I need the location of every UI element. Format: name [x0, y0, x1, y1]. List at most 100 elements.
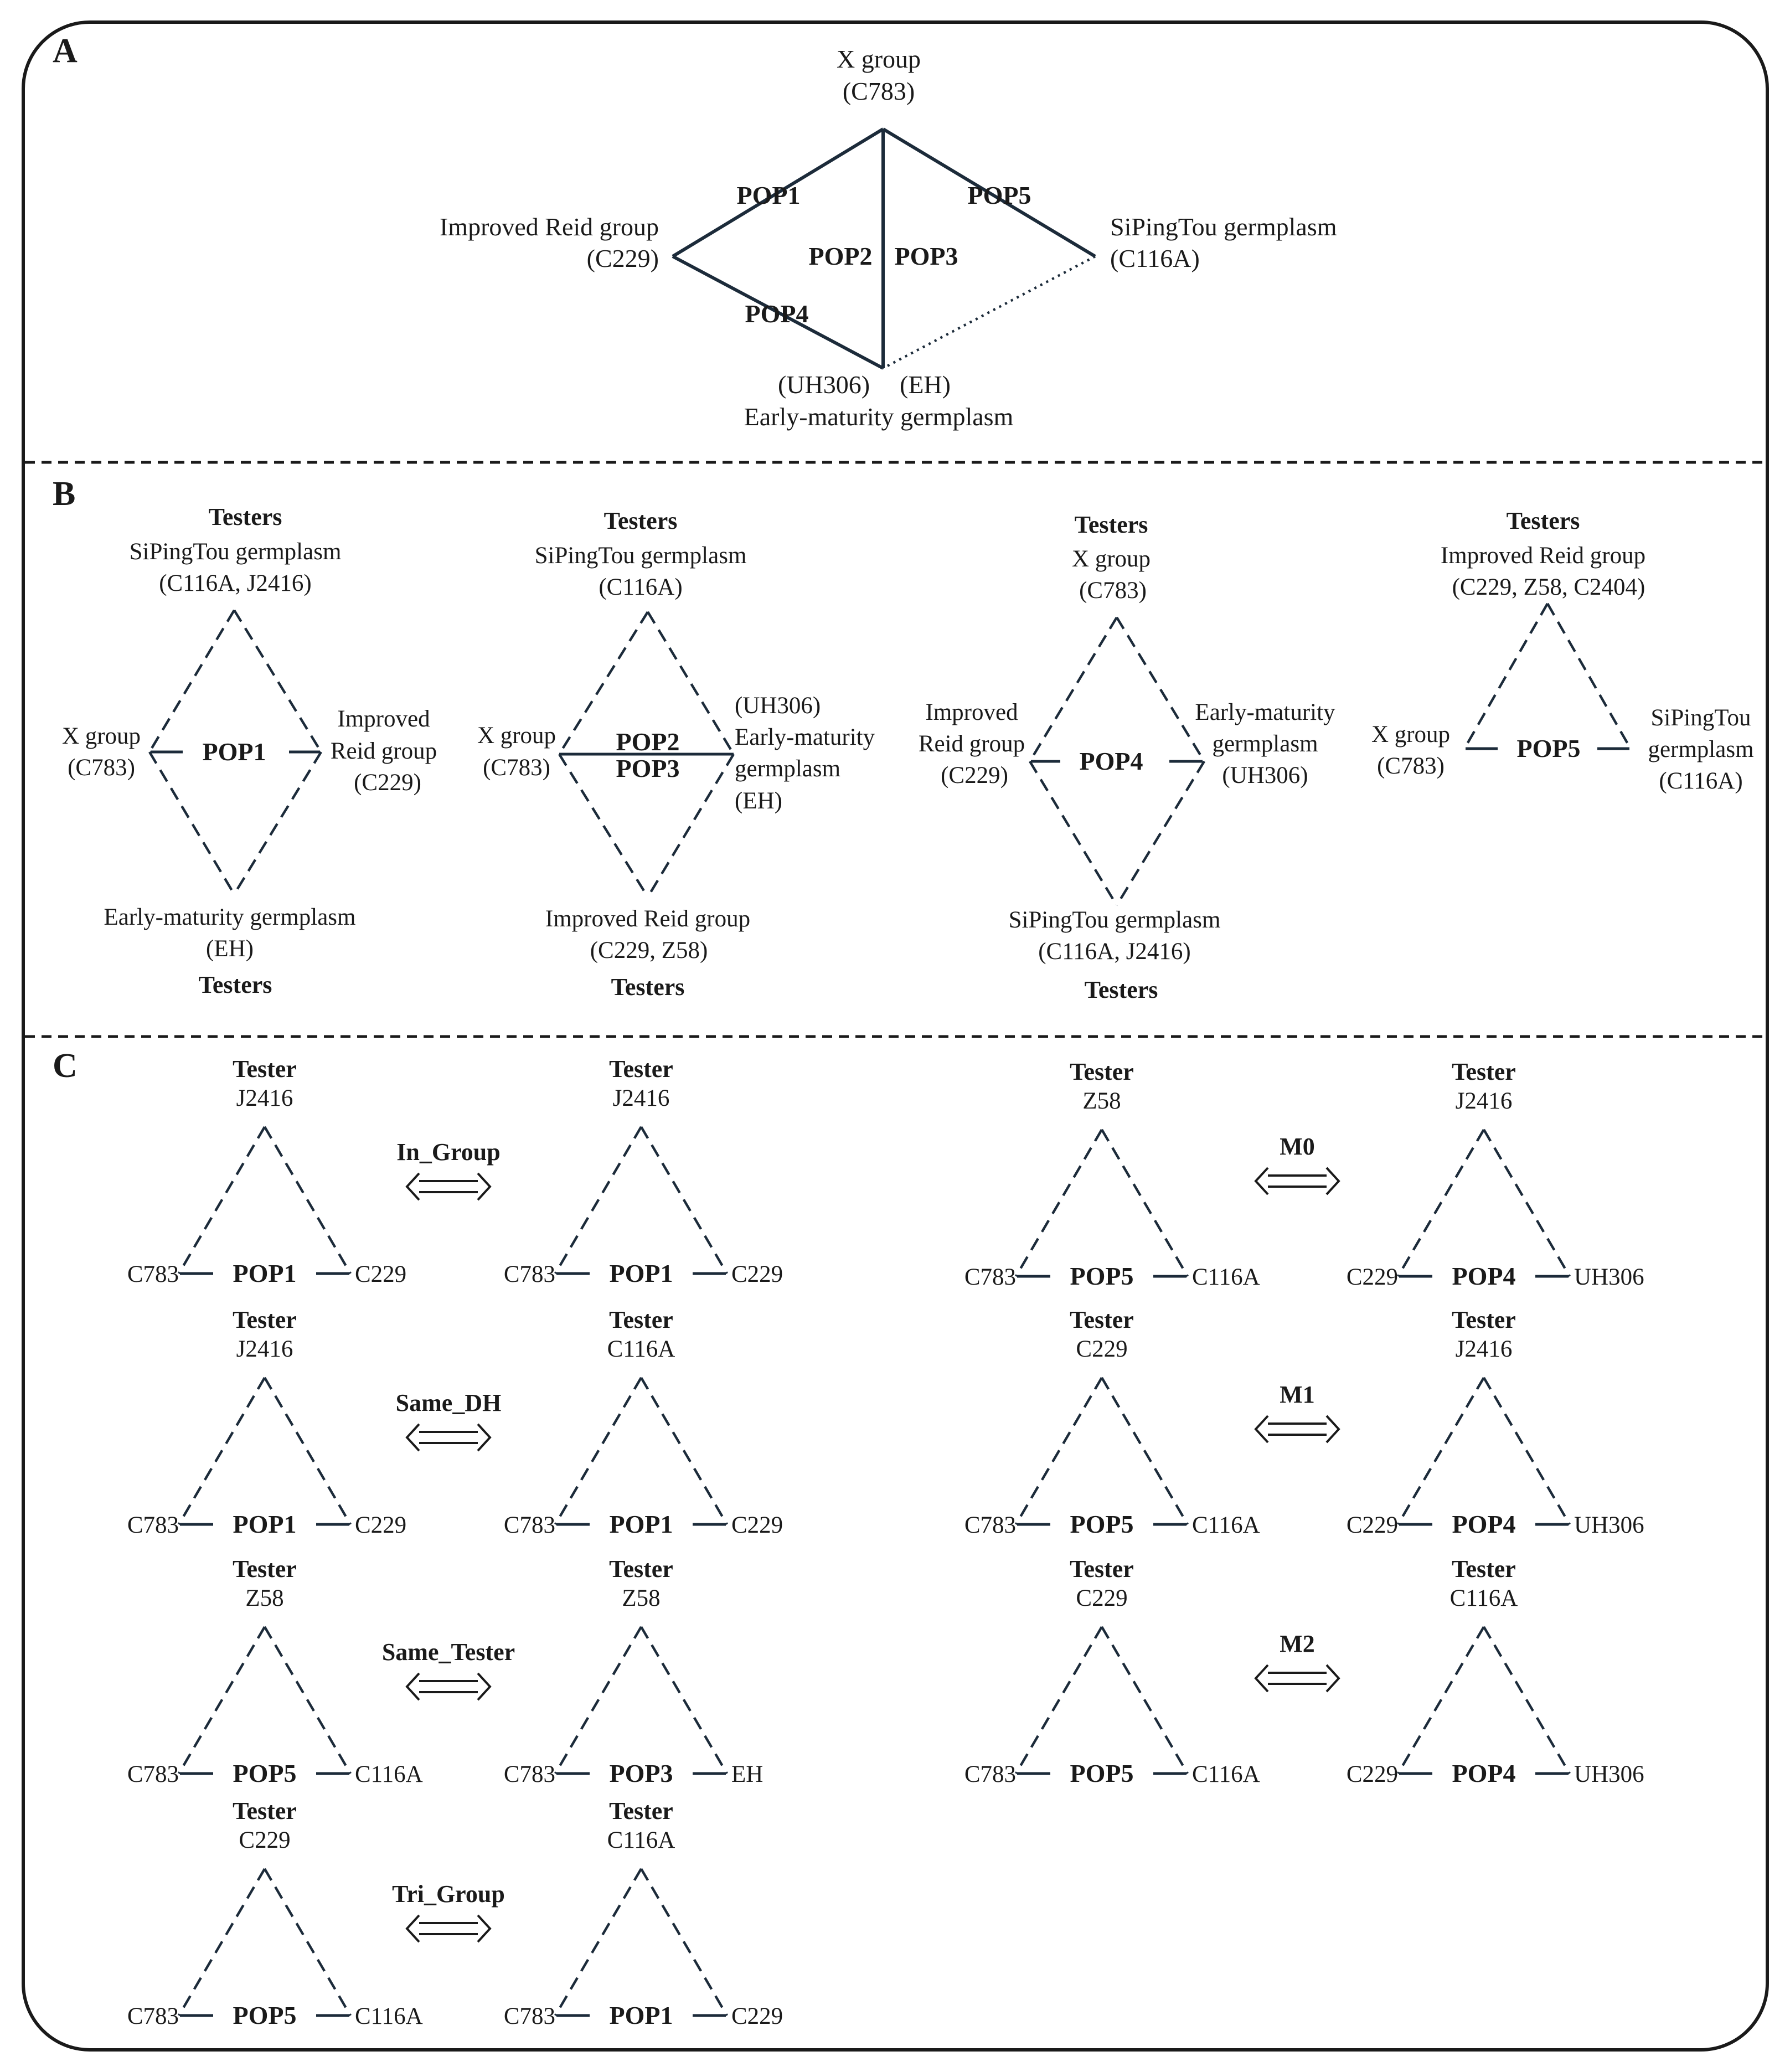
c-in-group-right-parent-left: C783 [504, 1261, 555, 1287]
c-m2-right-tester-title: Tester [1452, 1555, 1516, 1583]
reid-label: Improved Reid group [440, 213, 659, 241]
b3-bottom-lines: (C116A, J2416) [1038, 939, 1191, 965]
panel-b-pop1: Testers SiPingTou germplasm (C116A, J241… [62, 503, 437, 998]
early-eh: (EH) [900, 370, 951, 399]
c-tri-group-label: Tri_Group [392, 1880, 505, 1908]
b3-edge-bl [1029, 760, 1118, 906]
b2-edge-tr [647, 611, 735, 755]
early-line: (UH306) [778, 370, 870, 399]
c-m0-right-pop: POP4 [1452, 1262, 1516, 1290]
b4-left-name: X group [1371, 721, 1450, 748]
b1-right-name2: Reid group [331, 738, 437, 764]
c-same-dh-left-pop: POP1 [233, 1510, 297, 1538]
c-same-dh-left-parent-left: C783 [127, 1512, 179, 1538]
c-m1-right-pop: POP4 [1452, 1510, 1516, 1538]
b1-top-title: Testers [209, 503, 282, 530]
b3-left-line: (C229) [941, 762, 1008, 788]
pop2-label: POP2 [809, 242, 873, 270]
c-same-dh-double-arrow [405, 1423, 492, 1452]
c-in-group-right-pop: POP1 [610, 1259, 673, 1287]
c-m0-left-pop: POP5 [1070, 1262, 1134, 1290]
x-group-label: X group [837, 45, 921, 73]
c-same-tester-right-parent-right: EH [731, 1761, 763, 1787]
c-m0-left-parent-left: C783 [964, 1264, 1016, 1290]
b2-right-c: germplasm [735, 756, 840, 782]
c-same-tester-right-edge-left [554, 1626, 642, 1775]
c-m1-left-pop: POP5 [1070, 1510, 1134, 1538]
figure-frame [22, 20, 1769, 2052]
pop4-label: POP4 [745, 300, 809, 328]
c-tri-group-right-edge-left [554, 1868, 642, 2017]
c-m0-double-arrow [1254, 1167, 1340, 1195]
c-same-tester-right-tester-name: Z58 [622, 1585, 660, 1611]
b3-bottom-name: SiPingTou germplasm [1009, 907, 1221, 933]
c-m1-right-tester-title: Tester [1452, 1306, 1516, 1333]
b2-edge-tl [558, 611, 649, 755]
c-m2-right-edge-right [1483, 1626, 1571, 1775]
b3-center: POP4 [1080, 747, 1143, 775]
c-m0-left-parent-right: C116A [1192, 1264, 1260, 1290]
c-in-group-label: In_Group [396, 1138, 501, 1166]
c-same-tester-right-edge-right [640, 1626, 728, 1775]
b4-top-title: Testers [1507, 507, 1580, 534]
c-tri-group-left-pop: POP5 [233, 2001, 297, 2029]
c-m1-right-edge-right [1483, 1377, 1571, 1525]
c-m0-left-tester-name: Z58 [1082, 1088, 1121, 1114]
b1-left-name: X group [62, 723, 141, 749]
reid-line: (C229) [587, 244, 659, 272]
panel-a: X group (C783) Improved Reid group (C229… [440, 45, 1337, 431]
edge-pop5 [882, 127, 1096, 258]
panel-label-c: C [53, 1047, 78, 1085]
b2-center-bottom: POP3 [616, 754, 680, 782]
b2-edge-bl [558, 753, 649, 898]
b1-top-name: SiPingTou germplasm [130, 539, 342, 565]
b3-top-title: Testers [1075, 511, 1148, 538]
c-in-group-left-pop: POP1 [233, 1259, 297, 1287]
c-in-group-right-parent-right: C229 [731, 1261, 783, 1287]
b4-left-line: (C783) [1377, 753, 1445, 779]
c-same-dh-left-parent-right: C229 [355, 1512, 406, 1538]
c-same-dh-right-tester-title: Tester [609, 1306, 673, 1333]
c-m1-left-edge-left [1015, 1377, 1103, 1525]
c-same-tester-right-tester-title: Tester [609, 1555, 673, 1583]
c-m1-right-parent-right: UH306 [1574, 1512, 1644, 1538]
c-m0-label: M0 [1280, 1133, 1315, 1160]
c-tri-group-left-parent-right: C116A [355, 2003, 423, 2029]
spt-line: (C116A) [1110, 244, 1200, 272]
b2-bottom-name: Improved Reid group [545, 906, 750, 932]
b3-edge-tl [1029, 616, 1118, 762]
b3-right-name1: Early-maturity [1195, 699, 1335, 725]
b1-edge-tl [148, 609, 235, 753]
c-same-dh-label: Same_DH [396, 1389, 502, 1416]
c-m1-double-arrow [1254, 1415, 1340, 1444]
c-m1-right-parent-left: C229 [1347, 1512, 1398, 1538]
c-tri-group-right-tester-title: Tester [609, 1797, 673, 1824]
c-m2-right-edge-left [1397, 1626, 1485, 1775]
panel-label-a: A [53, 32, 78, 70]
c-in-group-right-tester-title: Tester [609, 1055, 673, 1083]
b4-top-name: Improved Reid group [1441, 543, 1645, 569]
c-in-group-left-tester-name: J2416 [236, 1085, 293, 1111]
b3-left-name2: Reid group [919, 731, 1025, 757]
b2-left-name: X group [477, 723, 556, 749]
c-m1-left-tester-name: C229 [1076, 1336, 1127, 1362]
c-tri-group-right-parent-right: C229 [731, 2003, 783, 2029]
c-tri-group-left-parent-left: C783 [127, 2003, 179, 2029]
b1-bottom-name: Early-maturity germplasm [104, 904, 356, 930]
c-same-tester-left-tester-title: Tester [233, 1555, 297, 1583]
b1-bottom-title: Testers [199, 971, 272, 998]
c-tri-group-double-arrow [405, 1914, 492, 1943]
b1-right-name1: Improved [337, 706, 430, 732]
edge-pop4 [672, 255, 884, 370]
c-in-group-left-parent-left: C783 [127, 1261, 179, 1287]
b1-edge-tr [233, 609, 322, 753]
panel-b-pop2-pop3: Testers SiPingTou germplasm (C116A) X gr… [477, 507, 875, 1001]
b1-right-line: (C229) [354, 770, 421, 796]
b2-right-a: (UH306) [735, 693, 821, 719]
c-m0-left-edge-left [1015, 1128, 1103, 1277]
c-m0-right-edge-left [1397, 1128, 1485, 1277]
c-same-tester-left-parent-right: C116A [355, 1761, 423, 1787]
c-tri-group-left-tester-title: Tester [233, 1797, 297, 1824]
c-m2-label: M2 [1280, 1630, 1315, 1657]
